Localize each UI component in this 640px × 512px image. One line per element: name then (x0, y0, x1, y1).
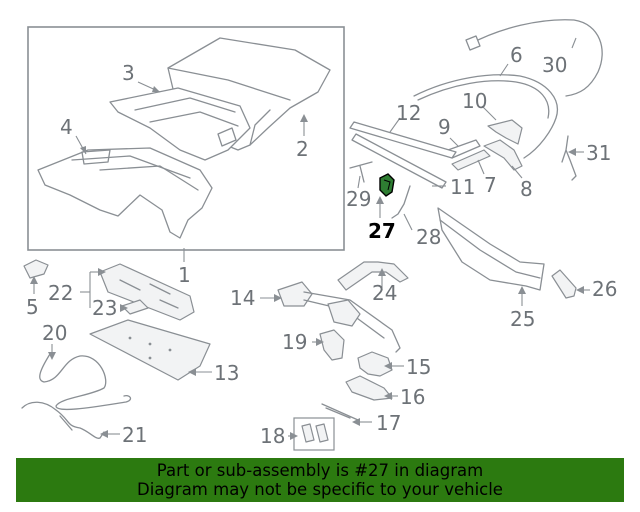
part-29-rod (349, 161, 373, 183)
callout-4: 4 (60, 115, 73, 139)
callout-2: 2 (296, 137, 309, 161)
part-11-strip (351, 133, 447, 189)
callout-10: 10 (462, 89, 487, 113)
callout-18: 18 (260, 424, 285, 448)
callout-31: 31 (586, 141, 611, 165)
callout-24: 24 (372, 281, 397, 305)
part-30-seal (469, 19, 603, 97)
callout-17: 17 (376, 411, 401, 435)
callout-16: 16 (400, 385, 425, 409)
part-10-strip (487, 119, 523, 145)
part-6-bow (413, 74, 558, 159)
part-24-bracket (337, 261, 409, 291)
part-28-arm (391, 185, 411, 219)
callout-8: 8 (520, 177, 533, 201)
callout-7: 7 (484, 173, 497, 197)
leader-lines (30, 37, 590, 440)
part-14-linkage (277, 281, 401, 353)
part-31-bracket (561, 135, 577, 181)
part-4-soft-top-frame (37, 147, 213, 239)
part-3-frame-cover (109, 87, 251, 161)
callout-27-highlighted: 27 (368, 219, 396, 243)
callout-14: 14 (230, 286, 255, 310)
banner-line-2: Diagram may not be specific to your vehi… (137, 480, 503, 499)
part-21-cable (21, 401, 105, 439)
callout-3: 3 (122, 61, 135, 85)
part-22-rail (99, 263, 195, 321)
callout-30: 30 (542, 53, 567, 77)
part-19-bracket (319, 329, 345, 361)
callout-25: 25 (510, 307, 535, 331)
info-banner: Part or sub-assembly is #27 in diagram D… (16, 458, 624, 502)
part-8-seal (483, 139, 523, 171)
callout-21: 21 (122, 423, 147, 447)
callout-11: 11 (450, 175, 475, 199)
callout-23: 23 (92, 296, 117, 320)
callout-26: 26 (592, 277, 617, 301)
part-15-bracket (357, 351, 393, 377)
part-18-kit (293, 417, 335, 451)
part-27-bracket (379, 173, 395, 197)
part-13-panel (89, 319, 211, 381)
callout-22: 22 (48, 281, 73, 305)
part-12-strip (349, 121, 457, 159)
part-5-clip (23, 259, 49, 279)
callout-15: 15 (406, 355, 431, 379)
part-20-cable (39, 353, 132, 411)
banner-line-1: Part or sub-assembly is #27 in diagram (156, 461, 484, 480)
callout-6: 6 (510, 43, 523, 67)
callout-12: 12 (396, 101, 421, 125)
callout-1: 1 (178, 263, 191, 287)
part-17-strip (321, 403, 359, 421)
callout-28: 28 (416, 225, 441, 249)
part-23-clip (121, 299, 149, 315)
callout-9: 9 (438, 115, 451, 139)
part-26-bracket (551, 269, 577, 299)
callout-5: 5 (26, 295, 39, 319)
callout-19: 19 (282, 330, 307, 354)
part-7-strip (451, 149, 491, 171)
callout-20: 20 (42, 321, 67, 345)
part-25-cover (437, 207, 545, 291)
callout-29: 29 (346, 187, 371, 211)
callout-13: 13 (214, 361, 239, 385)
